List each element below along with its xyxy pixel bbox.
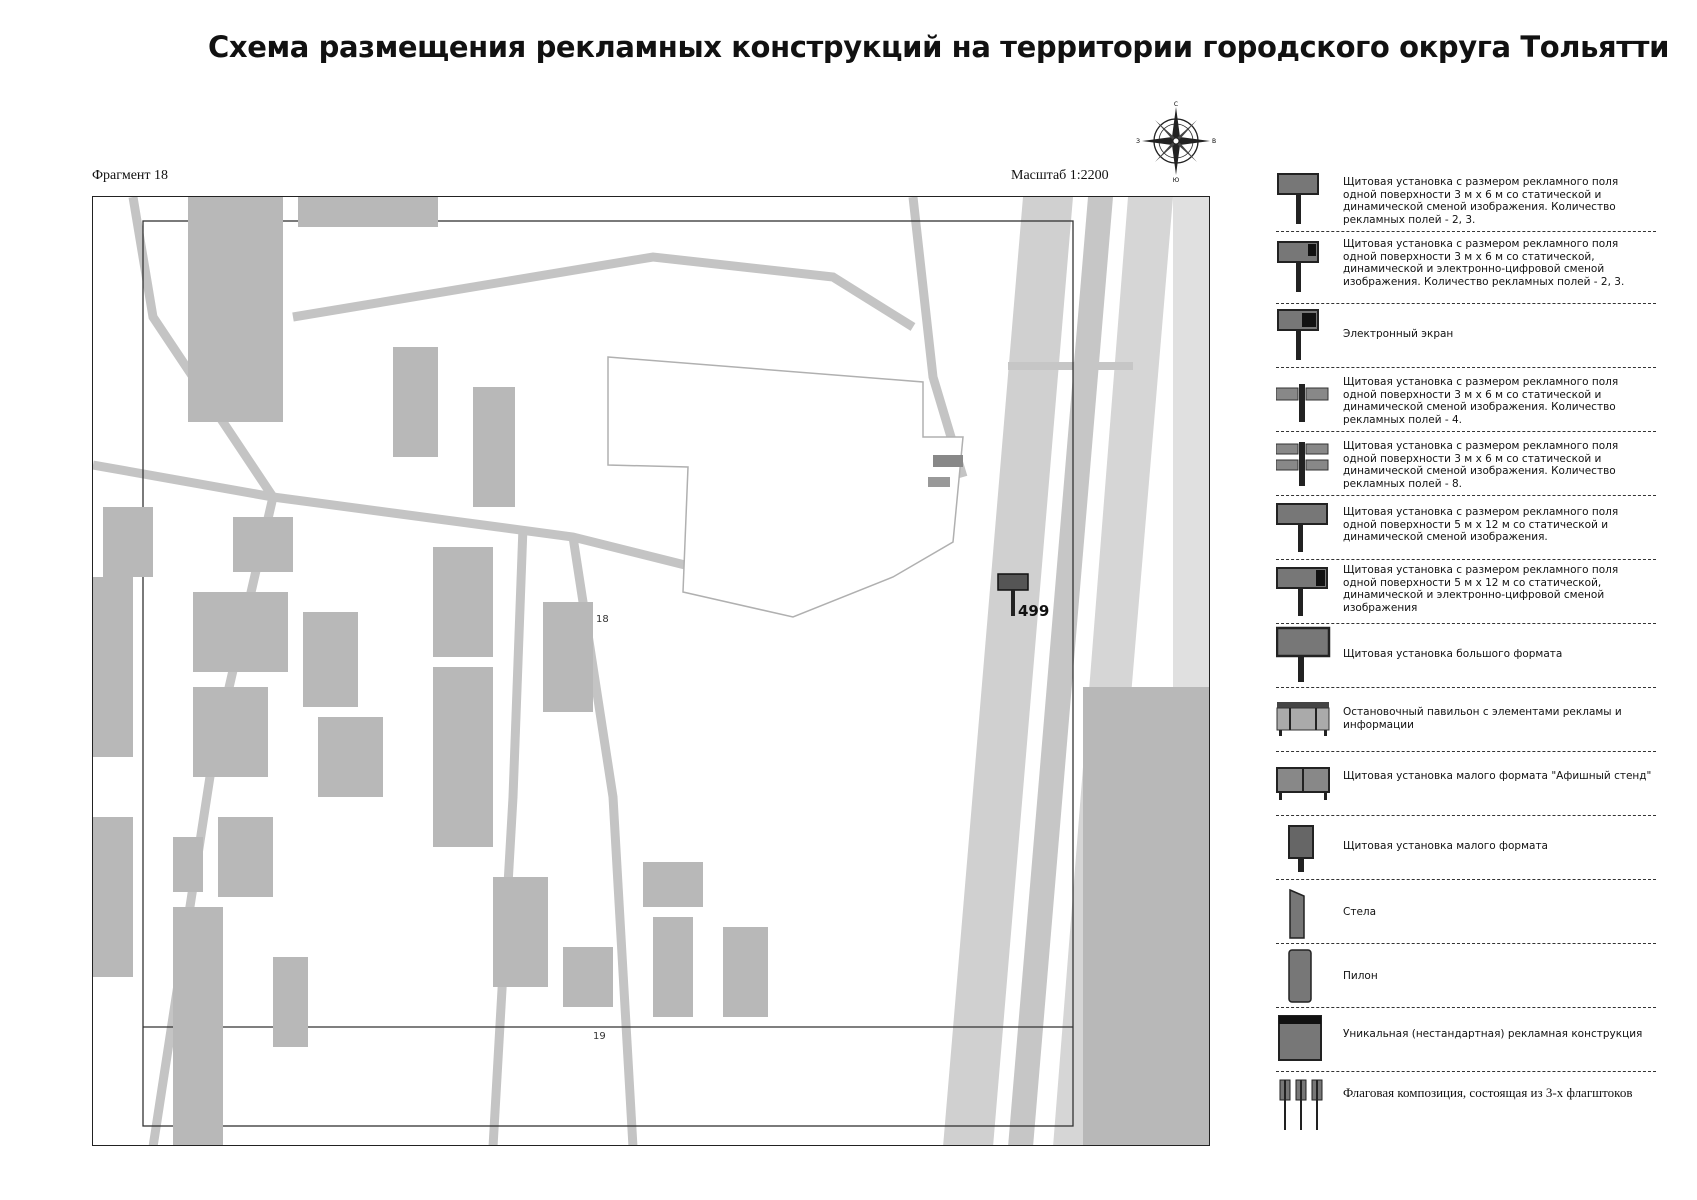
legend-text: Щитовая установка с размером рекламного … (1343, 440, 1619, 490)
legend-text: Щитовая установка с размером рекламного … (1343, 564, 1619, 614)
billboard-3x6-icon (1276, 172, 1332, 228)
building (303, 612, 358, 707)
stele-icon (1276, 888, 1332, 944)
billboard-3x6-digital-icon (1276, 240, 1332, 296)
scale-label: Масштаб 1:2200 (1011, 168, 1109, 183)
road-central (488, 526, 528, 1145)
compass-north-label: С (1174, 101, 1178, 108)
building (173, 907, 223, 1145)
land-plot (607, 356, 964, 618)
building (723, 927, 768, 1017)
building (433, 667, 493, 847)
buildings (93, 197, 1209, 1145)
unique-structure-icon (1276, 1014, 1332, 1070)
legend-text: Щитовая установка с размером рекламного … (1343, 376, 1619, 426)
legend-text: Щитовая установка с размером рекламного … (1343, 506, 1619, 544)
legend-item: Электронный экран (1276, 304, 1656, 368)
page-title: Схема размещения рекламных конструкций н… (208, 30, 1669, 64)
pylon-icon (1276, 948, 1332, 1004)
electronic-screen-icon (1276, 308, 1332, 364)
building (393, 347, 438, 457)
legend-text: Щитовая установка большого формата (1343, 648, 1563, 660)
building (273, 957, 308, 1047)
block-label: 18 (596, 614, 609, 625)
building (493, 877, 548, 987)
building (433, 547, 493, 657)
legend-item: Стела (1276, 880, 1656, 944)
billboard-4-fields-icon (1275, 374, 1332, 430)
building (173, 837, 203, 892)
legend-text: Пилон (1343, 970, 1378, 982)
road-north-west (128, 197, 277, 500)
map-fragment[interactable]: 499 18 19 (92, 196, 1210, 1146)
building (188, 197, 283, 422)
building (93, 817, 133, 977)
building (298, 197, 438, 227)
fragment-label: Фрагмент 18 (92, 168, 169, 183)
compass-west-label: З (1136, 138, 1140, 145)
marker-number: 499 (1018, 602, 1050, 620)
legend-text: Стела (1343, 906, 1377, 918)
flag-composition-icon (1276, 1078, 1332, 1134)
building (563, 947, 613, 1007)
road-north (292, 252, 916, 331)
building (643, 862, 703, 907)
bus-stop-pavilion-icon (1276, 700, 1332, 756)
legend-text: Щитовая установка малого формата (1343, 840, 1548, 852)
compass-east-label: В (1212, 138, 1216, 145)
billboard-5x12-digital-icon (1276, 564, 1332, 620)
building (473, 387, 515, 507)
poster-stand-icon (1276, 766, 1332, 822)
legend-item: Щитовая установка с размером рекламного … (1276, 168, 1656, 232)
road-east-west (93, 460, 735, 582)
legend-item: Щитовая установка с размером рекламного … (1276, 232, 1656, 304)
legend-item: Остановочный павильон с элементами рекла… (1276, 688, 1656, 752)
building (653, 917, 693, 1017)
small-format-billboard-icon (1276, 824, 1332, 880)
building (193, 592, 288, 672)
legend-item: Щитовая установка малого формата (1276, 816, 1656, 880)
map-canvas (93, 197, 1209, 1145)
legend-text: Остановочный павильон с элементами рекла… (1343, 706, 1622, 731)
legend-item: Щитовая установка с размером рекламного … (1276, 560, 1656, 624)
legend-text: Флаговая композиция, состоящая из 3-х фл… (1343, 1085, 1633, 1100)
legend-item: Щитовая установка с размером рекламного … (1275, 432, 1656, 496)
building (233, 517, 293, 572)
legend-text: Щитовая установка с размером рекламного … (1343, 238, 1625, 288)
legend-item: Пилон (1276, 944, 1656, 1008)
legend-item: Щитовая установка с размером рекламного … (1276, 496, 1656, 560)
block-label: 19 (593, 1031, 606, 1042)
legend-text: Щитовая установка малого формата "Афишны… (1343, 770, 1652, 782)
roadside-structure (928, 477, 950, 487)
legend-text: Уникальная (нестандартная) рекламная кон… (1343, 1028, 1643, 1040)
compass-south-label: Ю (1173, 177, 1180, 182)
legend-text: Щитовая установка с размером рекламного … (1343, 176, 1619, 226)
legend-item: Щитовая установка с размером рекламного … (1275, 368, 1656, 432)
legend-item: Щитовая установка большого формата (1275, 624, 1656, 688)
legend-item: Уникальная (нестандартная) рекламная кон… (1276, 1008, 1656, 1072)
billboard-5x12-icon (1276, 500, 1332, 556)
building (318, 717, 383, 797)
building (93, 577, 133, 757)
billboard-8-fields-icon (1275, 438, 1332, 494)
building (218, 817, 273, 897)
billboard-marker-icon[interactable] (997, 573, 1031, 619)
roadside-structure (933, 455, 963, 467)
building (193, 687, 268, 777)
building (103, 507, 153, 577)
building (543, 602, 593, 712)
legend-item: Флаговая композиция, состоящая из 3-х фл… (1276, 1072, 1656, 1136)
building (1083, 687, 1209, 1145)
large-format-billboard-icon (1275, 626, 1332, 682)
legend-text: Электронный экран (1343, 328, 1454, 340)
legend-item: Щитовая установка малого формата "Афишны… (1276, 752, 1656, 816)
compass-rose-icon: С Ю З В (1135, 100, 1217, 184)
